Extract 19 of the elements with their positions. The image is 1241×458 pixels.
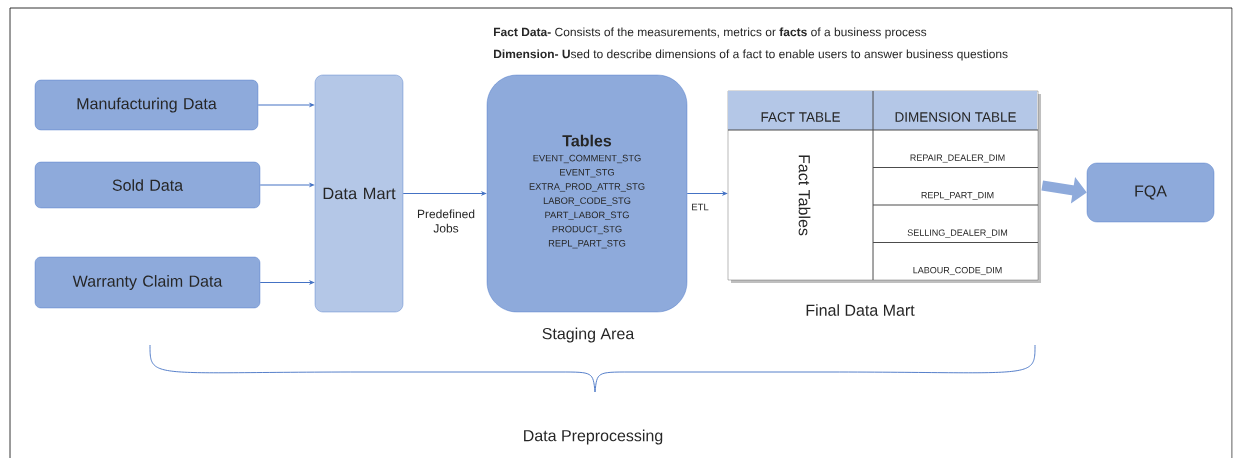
data-source-box: Manufacturing Data — [34, 79, 259, 131]
area-caption: Staging Area — [542, 327, 635, 343]
arrow — [686, 191, 727, 196]
arrow — [257, 103, 314, 107]
staging-box: Tables EVENT_COMMENT_STG EVENT_STG EXTRA_PROD_ATTR_STG LABOR_CODE_STG PART_LABOR_STG PRODUCT_STG REPL_PART_STG — [486, 74, 688, 313]
arrow — [259, 280, 314, 285]
note-text: Dimension- Used to describe dimensions of a fact to enable users to answer business questions — [494, 49, 1008, 61]
data-source-box: Warranty Claim Data — [34, 256, 261, 309]
area-caption: Final Data Mart — [806, 304, 915, 316]
output-box: FQA — [1086, 162, 1215, 223]
data-mart-box: Data Mart — [314, 74, 404, 313]
edge-label: Predefined Jobs — [417, 209, 475, 233]
data-source-box: Sold Data — [34, 161, 261, 209]
section-label: Data Preprocessing — [524, 429, 663, 445]
arrow — [259, 183, 314, 187]
data-mart-table: FACT TABLE DIMENSION TABLE Fact Tables REPAIR_DEALER_DIM REPL_PART_DIM SELLING_DEALER_DIM LABOUR_CODE_DIM — [727, 90, 1041, 283]
edge-label: ETL — [692, 203, 709, 211]
arrow — [402, 191, 486, 196]
note-text: Fact Data- Consists of the measurements, metrics or facts of a business process — [494, 27, 927, 39]
